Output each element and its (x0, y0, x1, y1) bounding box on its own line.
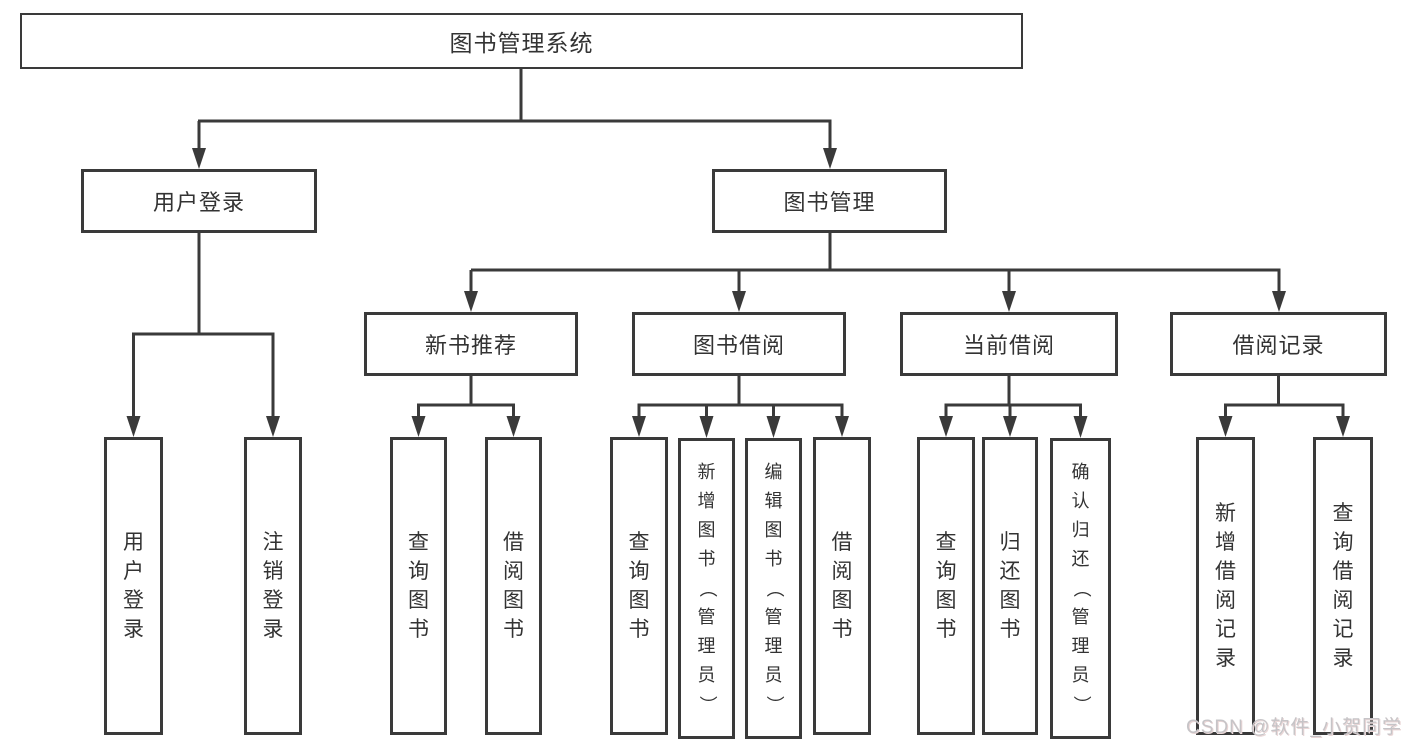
node-new-books-label: 新书推荐 (424, 333, 517, 358)
edge-user-to-leaves (126, 232, 280, 437)
watermark: CSDN @软件_小贺同学 (1186, 717, 1402, 738)
node-current-borrow-label: 当前借阅 (962, 333, 1055, 358)
leaf-user-login: 用户登录 (104, 437, 163, 735)
leaf-user-login-label: 用户登录 (123, 531, 144, 641)
node-user-login-label: 用户登录 (152, 190, 245, 215)
leaf-query-books-borrow-label: 查询图书 (628, 531, 650, 641)
leaf-edit-books-admin-label: 编辑图书（管理员） (764, 462, 784, 714)
node-current-borrow: 当前借阅 (900, 312, 1118, 376)
node-borrow-records-label: 借阅记录 (1232, 333, 1325, 358)
leaf-query-books-borrow: 查询图书 (610, 437, 668, 735)
node-root: 图书管理系统 (20, 13, 1023, 69)
node-borrow-records: 借阅记录 (1170, 312, 1387, 376)
leaf-query-books-current: 查询图书 (917, 437, 975, 735)
leaf-add-books-admin: 新增图书（管理员） (678, 438, 735, 739)
edge-management-to-level3 (464, 232, 1286, 312)
node-book-management: 图书管理 (712, 169, 947, 233)
leaf-edit-books-admin: 编辑图书（管理员） (745, 438, 802, 739)
leaf-return-books-label: 归还图书 (999, 531, 1021, 641)
leaf-return-books: 归还图书 (982, 437, 1038, 735)
leaf-confirm-return-admin: 确认归还（管理员） (1050, 438, 1111, 739)
leaf-query-books-current-label: 查询图书 (935, 531, 957, 641)
node-book-borrow: 图书借阅 (632, 312, 846, 376)
node-new-books: 新书推荐 (364, 312, 578, 376)
leaf-query-borrow-record-label: 查询借阅记录 (1332, 502, 1354, 670)
leaf-borrow-books: 借阅图书 (813, 437, 871, 735)
node-root-label: 图书管理系统 (449, 30, 594, 56)
edge-newbooks-to-leaves (411, 375, 521, 437)
leaf-logout-label: 注销登录 (262, 531, 284, 641)
leaf-confirm-return-admin-label: 确认归还（管理员） (1071, 462, 1091, 714)
leaf-borrow-books-newbooks: 借阅图书 (485, 437, 542, 735)
leaf-query-books-newbooks: 查询图书 (390, 437, 447, 735)
node-user-login: 用户登录 (81, 169, 317, 233)
edge-root-to-level2 (192, 68, 837, 169)
node-book-borrow-label: 图书借阅 (692, 333, 785, 358)
edge-records-to-leaves (1218, 375, 1350, 437)
leaf-borrow-books-label: 借阅图书 (831, 531, 853, 641)
leaf-add-borrow-record: 新增借阅记录 (1196, 437, 1255, 735)
leaf-query-borrow-record: 查询借阅记录 (1313, 437, 1373, 735)
leaf-borrow-books-newbooks-label: 借阅图书 (503, 531, 524, 641)
leaf-query-books-newbooks-label: 查询图书 (408, 531, 429, 641)
edge-currentborrow-to-leaves (939, 375, 1088, 438)
node-book-management-label: 图书管理 (783, 190, 876, 215)
leaf-add-books-admin-label: 新增图书（管理员） (697, 462, 717, 714)
leaf-logout: 注销登录 (244, 437, 302, 735)
edge-bookborrow-to-leaves (632, 375, 849, 438)
leaf-add-borrow-record-label: 新增借阅记录 (1215, 502, 1236, 670)
